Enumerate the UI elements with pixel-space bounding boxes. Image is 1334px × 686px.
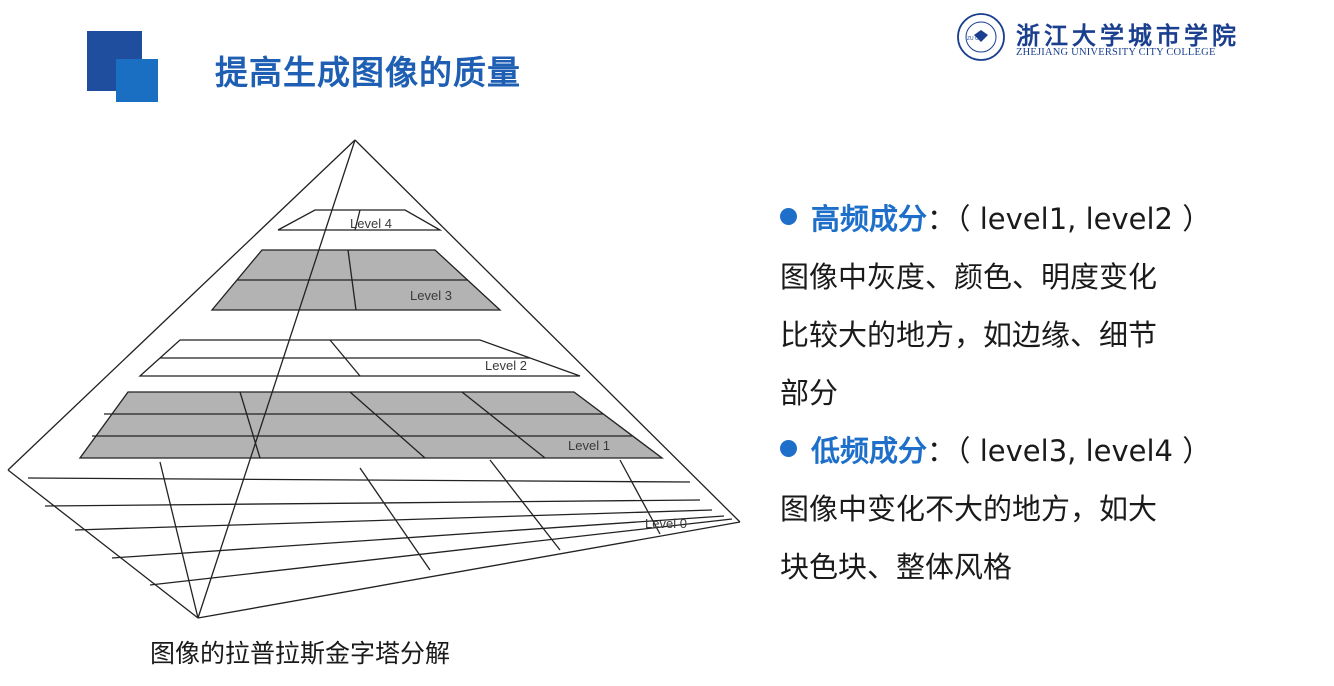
low-frequency-heading: 低频成分：（ level3, level4 ） [780,422,1330,480]
high-frequency-desc-line-1: 图像中灰度、颜色、明度变化 [780,260,1158,294]
slide-title: 提高生成图像的质量 [215,53,521,92]
low-frequency-term: 低频成分 [811,434,928,468]
university-logo: ZU CC 浙江大学城市学院 ZHEJIANG UNIVERSITY CITY … [956,12,1256,62]
level-2-label: Level 2 [485,358,527,373]
level-1-plane [80,392,662,458]
level-0-label: Level 0 [645,516,687,531]
low-frequency-desc-line-2: 块色块、整体风格 [780,550,1013,584]
high-frequency-heading: 高频成分：（ level1, level2 ） [780,190,1330,248]
emblem-badge-text: ZU CC [967,36,983,42]
high-frequency-desc-line-3: 部分 [780,376,839,410]
low-frequency-desc-line-1: 图像中变化不大的地方，如大 [780,492,1158,526]
low-frequency-colon: ： [927,434,957,468]
bullet-dot-icon [780,208,797,225]
low-frequency-levels: （ level3, level4 ） [956,434,1212,468]
logo-chinese-name: 浙江大学城市学院 [1016,21,1240,50]
level-1-label: Level 1 [568,438,610,453]
laplacian-pyramid-figure: Level 4 Level 3 Level 2 Level 1 Level 0 [7,139,741,619]
high-frequency-term: 高频成分 [811,202,928,236]
high-frequency-colon: ： [927,202,957,236]
frequency-bullets: 高频成分：（ level1, level2 ） 图像中灰度、颜色、明度变化 比较… [780,190,1330,596]
high-frequency-levels: （ level1, level2 ） [956,202,1212,236]
level-3-label: Level 3 [410,288,452,303]
bullet-dot-icon [780,440,797,457]
university-emblem-icon: ZU CC [957,13,1005,61]
level-4-label: Level 4 [350,216,392,231]
figure-caption: 图像的拉普拉斯金字塔分解 [150,639,451,668]
high-frequency-desc-line-2: 比较大的地方，如边缘、细节 [780,318,1158,352]
title-decoration-light-square [116,59,158,102]
logo-english-name: ZHEJIANG UNIVERSITY CITY COLLEGE [1016,47,1216,58]
